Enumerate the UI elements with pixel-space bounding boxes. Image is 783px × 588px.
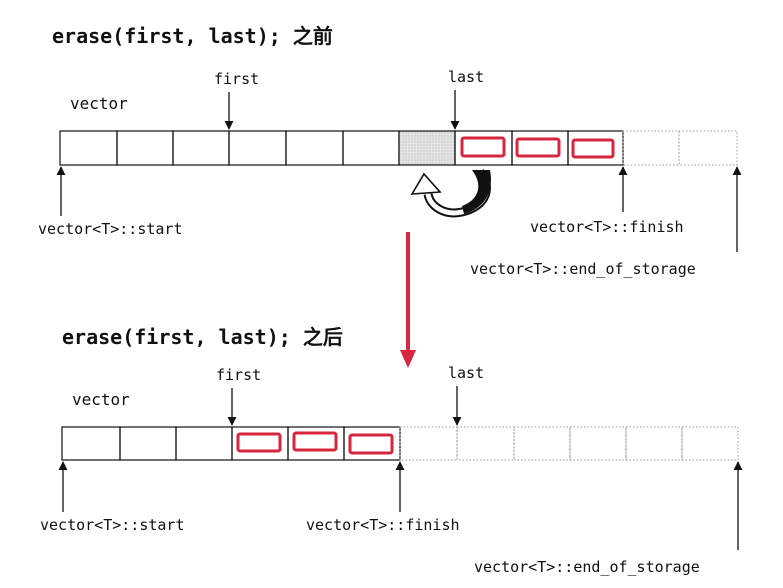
after-vector-cells xyxy=(61,426,739,461)
after-spare-cell xyxy=(399,426,458,461)
before-spare-cell xyxy=(678,130,738,166)
after-first-label: first xyxy=(216,366,262,384)
before-highlight xyxy=(460,136,506,158)
before-end-of-storage-label: vector<T>::end_of_storage xyxy=(470,260,696,278)
before-first-label: first xyxy=(214,70,260,88)
after-title: erase(first, last); 之后 xyxy=(62,325,343,349)
before-cell-hatched xyxy=(398,130,456,166)
after-cell xyxy=(119,426,177,461)
before-start-label: vector<T>::start xyxy=(38,220,183,238)
before-highlight xyxy=(515,137,561,158)
before-title: erase(first, last); 之前 xyxy=(52,24,333,48)
before-cell xyxy=(172,130,230,166)
after-vector-label: vector xyxy=(72,390,130,409)
before-highlight xyxy=(571,138,615,159)
after-highlight xyxy=(236,432,282,453)
before-spare-cell xyxy=(622,130,680,166)
down-arrow-icon xyxy=(400,232,416,368)
after-spare-cell xyxy=(625,426,683,461)
before-highlighted-elements xyxy=(460,136,615,159)
before-finish-label: vector<T>::finish xyxy=(530,218,684,236)
after-spare-cell xyxy=(456,426,515,461)
before-cell xyxy=(567,130,624,166)
after-end-of-storage-label: vector<T>::end_of_storage xyxy=(474,558,700,576)
before-cell xyxy=(59,130,118,166)
before-vector-cells xyxy=(59,130,738,166)
after-start-label: vector<T>::start xyxy=(40,516,185,534)
after-cell xyxy=(343,426,401,461)
after-highlighted-elements xyxy=(236,431,394,455)
after-spare-cell xyxy=(681,426,739,461)
before-cell xyxy=(228,130,287,166)
before-last-label: last xyxy=(448,68,485,86)
after-highlight xyxy=(292,431,338,452)
after-highlight xyxy=(348,433,394,455)
before-cell xyxy=(342,130,400,166)
before-cell xyxy=(285,130,344,166)
before-vector-label: vector xyxy=(70,94,128,113)
after-finish-label: vector<T>::finish xyxy=(306,516,460,534)
after-last-label: last xyxy=(448,364,485,382)
after-cell xyxy=(61,426,121,461)
before-cell xyxy=(116,130,174,166)
copy-back-curved-arrow-icon xyxy=(410,169,491,218)
after-spare-cell xyxy=(569,426,627,461)
after-cell xyxy=(175,426,233,461)
after-spare-cell xyxy=(513,426,571,461)
